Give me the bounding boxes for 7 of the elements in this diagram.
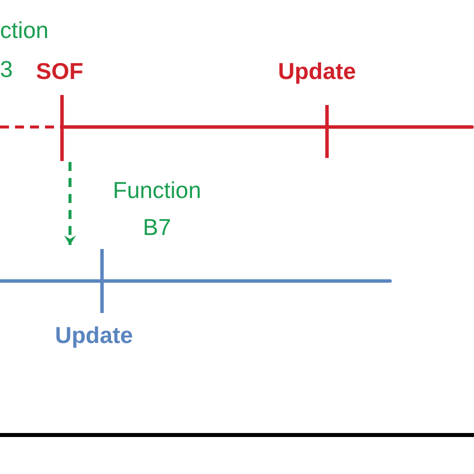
edge-label: Function B7 [112, 176, 202, 242]
event-label: Update [278, 58, 356, 84]
event-label: Update [55, 322, 133, 348]
function-label: 3 [0, 56, 13, 82]
arrow [64, 162, 76, 245]
function-label: ction [0, 17, 49, 43]
event-label: SOF [36, 58, 84, 84]
